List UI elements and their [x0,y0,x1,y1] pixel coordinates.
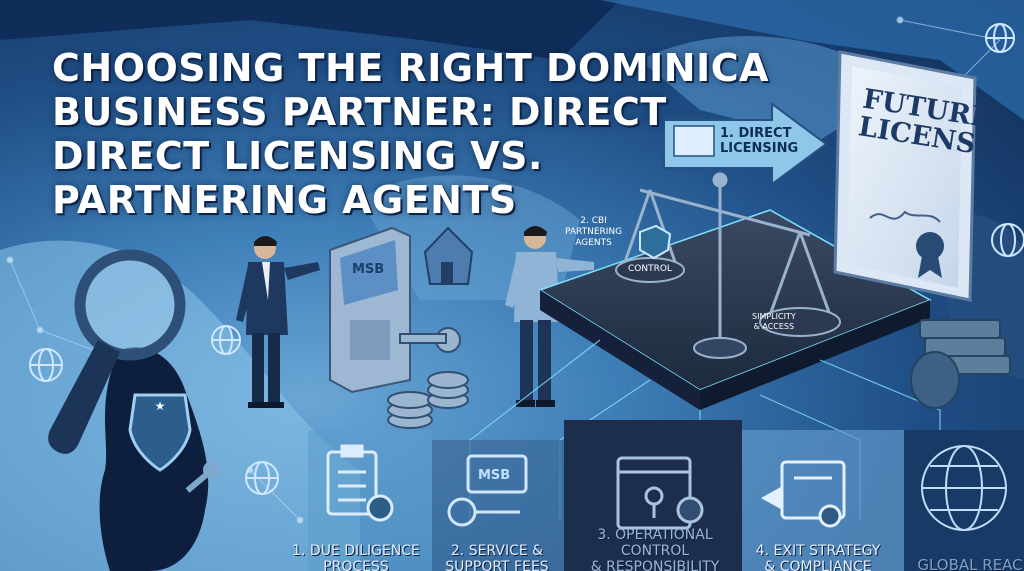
label-line: & ACCESS [753,322,795,331]
label-line: AGENTS [575,238,612,248]
title-line: CHOOSING THE RIGHT DOMINICA [52,46,770,90]
balance-scale [623,172,832,350]
control-label: CONTROL [628,264,672,274]
label-line: LICENSING [720,141,799,156]
tile-service-fees [432,440,564,571]
label-line: 1. DIRECT [720,126,792,141]
msb-atm-label: MSB [352,262,385,277]
caption-line: 1. DUE DILIGENCE [292,543,420,559]
title-line: PARTNERING AGENTS [52,178,517,222]
caption-line: & COMPLIANCE [764,559,872,571]
caption-due-diligence: 1. DUE DILIGENCE PROCESS [286,543,426,571]
license-certificate [833,50,977,302]
title-line: BUSINESS PARTNER: DIRECT [52,90,667,134]
msb-atm [329,226,411,394]
cbi-agents-label: 2. CBI PARTNERING AGENTS [565,216,622,249]
caption-line: & RESPONSIBILITY [590,559,720,571]
page-title: CHOOSING THE RIGHT DOMINICA BUSINESS PAR… [52,46,772,222]
label-line: SIMPLICITY [752,312,796,321]
caption-service-fees: 2. SERVICE & SUPPORT FEES [432,543,562,571]
title-line: DIRECT LICENSING VS. [52,134,543,178]
caption-line: 3. OPERATIONAL CONTROL [597,527,713,559]
certificate-icon [760,460,846,528]
simplicity-access-label: SIMPLICITY & ACCESS [752,312,796,332]
caption-line: GLOBAL REAC [917,556,1023,571]
caption-global-reach: GLOBAL REAC [905,557,1024,571]
direct-licensing-label: 1. DIRECT LICENSING [720,126,798,156]
clipboard-icon [326,444,394,522]
tile-operational-control [564,420,742,571]
tile-global-reach [904,430,1024,571]
msb-terminal-icon [447,454,528,527]
caption-line: 2. SERVICE & [450,543,544,559]
direct-licensing-arrow [663,102,828,186]
browser-lock-icon [616,456,704,530]
label-line: PARTNERING [565,227,623,237]
caption-line: PROCESS [323,559,389,571]
caption-operational-control: 3. OPERATIONAL CONTROL & RESPONSIBILITY [565,527,745,571]
caption-line: 4. EXIT STRATEGY [755,543,881,559]
label-line: 2. CBI [580,216,607,226]
msb-terminal-label: MSB [478,468,511,483]
global-network-icon [921,445,1007,531]
businessman-left [236,236,320,408]
magnifier-icon [48,249,186,454]
caption-line: SUPPORT FEES [445,559,549,571]
caption-exit-strategy: 4. EXIT STRATEGY & COMPLIANCE [744,543,892,571]
svg-text:★: ★ [155,399,166,413]
